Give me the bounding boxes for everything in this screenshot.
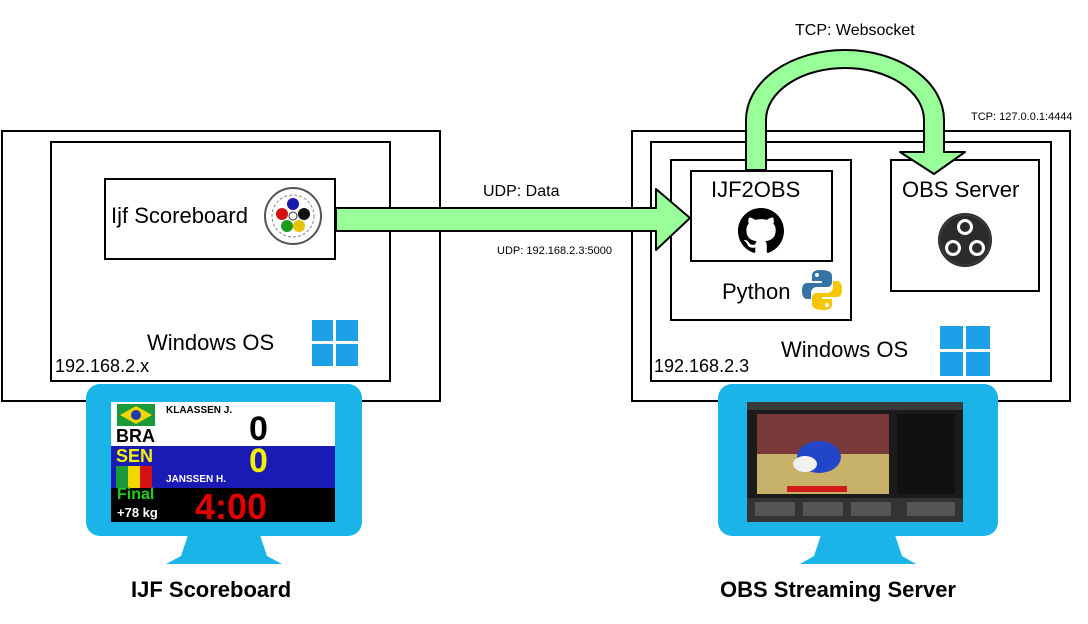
- udp-address-label: UDP: 192.168.2.3:5000: [497, 245, 612, 257]
- player1-name: KLAASSEN J.: [166, 405, 233, 416]
- python-label: Python: [722, 279, 791, 304]
- obs-preview-graphic: [747, 402, 963, 522]
- right-os-label: Windows OS: [781, 337, 909, 362]
- ijf-scoreboard-app-label: Ijf Scoreboard: [111, 203, 248, 228]
- left-os-frame: [50, 141, 391, 382]
- ijf-logo-icon: [264, 187, 322, 245]
- obs-server-box: [890, 159, 1040, 292]
- left-ip-label: 192.168.2.x: [55, 356, 150, 376]
- right-ip-label: 192.168.2.3: [654, 356, 750, 376]
- python-icon: [802, 270, 842, 310]
- left-machine-caption: IJF Scoreboard: [131, 577, 292, 602]
- match-timer: 4:00: [195, 486, 268, 522]
- player2-country: SEN: [116, 446, 154, 466]
- ijf2obs-label: IJF2OBS: [711, 177, 801, 202]
- obs-server-label: OBS Server: [902, 177, 1020, 202]
- match-status: Final: [117, 486, 155, 503]
- windows-logo-icon-right: [940, 326, 990, 376]
- obs-logo-icon: [938, 213, 992, 267]
- scoreboard-row-black: [111, 488, 335, 522]
- scoreboard-screen: KLAASSEN J. BRA 0 SEN 0 JANSSEN H. Final…: [111, 402, 335, 522]
- player2-score: 0: [249, 442, 268, 480]
- github-icon: [738, 208, 784, 253]
- tcp-address-label: TCP: 127.0.0.1:4444: [971, 111, 1073, 123]
- senegal-flag-icon: [116, 466, 152, 488]
- left-os-label: Windows OS: [147, 330, 275, 355]
- brazil-flag-icon: [117, 404, 155, 426]
- player1-score: 0: [249, 410, 268, 448]
- right-machine-caption: OBS Streaming Server: [720, 577, 956, 602]
- udp-data-label: UDP: Data: [483, 183, 560, 200]
- player1-country: BRA: [116, 426, 155, 446]
- tcp-websocket-label: TCP: Websocket: [795, 22, 915, 39]
- windows-logo-icon: [312, 320, 358, 366]
- player2-name: JANSSEN H.: [166, 474, 227, 485]
- weight-class: +78 kg: [117, 505, 158, 520]
- right-os-frame: [650, 141, 1052, 382]
- obs-stream-screen: [747, 402, 963, 522]
